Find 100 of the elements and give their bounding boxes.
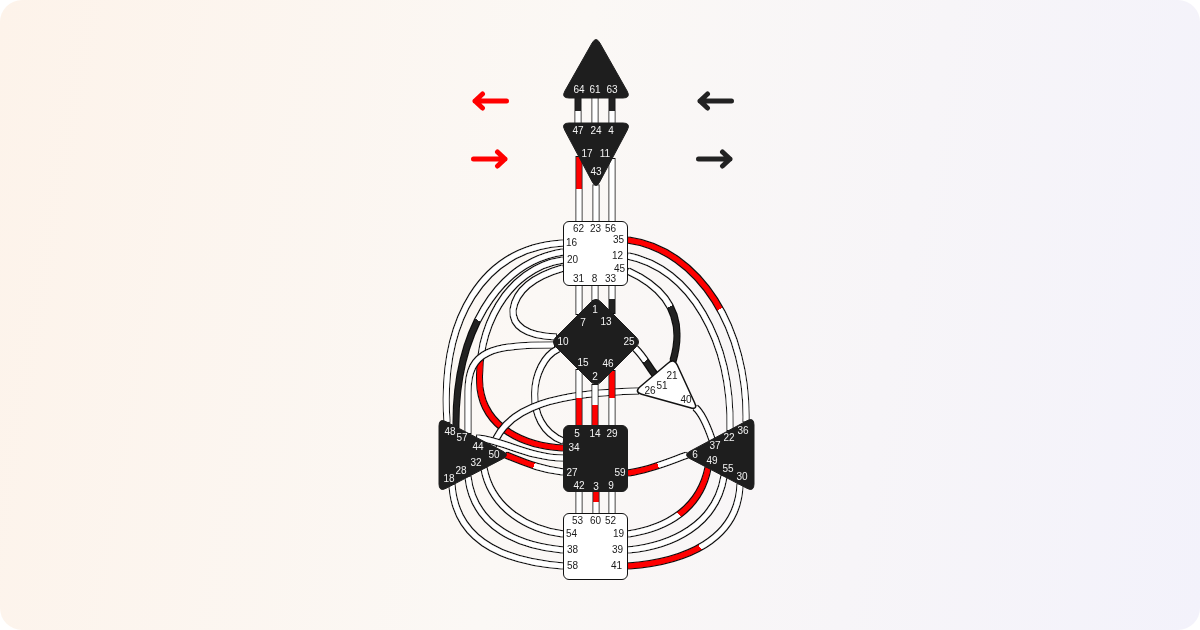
channel-line <box>609 159 615 221</box>
channel-line <box>477 257 564 451</box>
channel-line <box>626 268 680 362</box>
gate-number: 6 <box>692 450 698 460</box>
gate-number: 36 <box>737 426 749 436</box>
gate-number: 35 <box>612 234 625 245</box>
channel-line <box>449 484 564 569</box>
gate-number: 18 <box>443 474 455 484</box>
gate-number: 38 <box>566 544 579 555</box>
channel-line <box>609 98 615 123</box>
gate-number: 57 <box>456 433 468 443</box>
channel-line <box>627 253 733 431</box>
center-diamond <box>550 296 642 388</box>
gate-number: 55 <box>722 464 734 474</box>
gate-number: 9 <box>608 481 614 491</box>
channel-line <box>593 185 599 221</box>
channel-line <box>693 405 715 441</box>
gate-number: 52 <box>604 515 617 526</box>
gate-number: 12 <box>611 250 624 261</box>
channel-line <box>510 265 564 340</box>
channel-line <box>576 492 582 513</box>
gate-number: 16 <box>565 237 578 248</box>
channel-line <box>576 157 582 221</box>
gate-number: 3 <box>593 482 599 492</box>
channel-line <box>627 452 688 476</box>
channel-line <box>505 452 564 475</box>
gate-number: 62 <box>572 223 585 234</box>
gate-number: 32 <box>470 458 482 468</box>
channel-line <box>576 286 582 314</box>
gate-number: 14 <box>589 429 601 439</box>
gate-number: 2 <box>592 372 598 382</box>
gate-number: 17 <box>581 149 593 159</box>
channel-line <box>609 492 615 513</box>
channel-line <box>593 492 599 513</box>
gate-number: 19 <box>612 528 625 539</box>
center-square <box>563 425 628 492</box>
gate-number: 56 <box>604 223 617 234</box>
gate-number: 40 <box>680 395 692 405</box>
channel-line <box>609 286 615 313</box>
gate-number: 47 <box>572 126 584 136</box>
gate-number: 25 <box>623 337 635 347</box>
gate-number: 13 <box>600 317 612 327</box>
gate-number: 29 <box>606 429 618 439</box>
gate-number: 58 <box>566 560 579 571</box>
gate-number: 28 <box>455 466 467 476</box>
gate-number: 34 <box>568 443 580 453</box>
channel-line <box>609 371 615 425</box>
gate-number: 48 <box>444 427 456 437</box>
gate-number: 30 <box>736 472 748 482</box>
channel-line <box>465 342 554 433</box>
gate-number: 49 <box>706 456 718 466</box>
gate-number: 39 <box>611 544 624 555</box>
gate-number: 63 <box>606 85 618 95</box>
gate-number: 7 <box>580 318 586 328</box>
channel-line <box>476 435 564 461</box>
gate-number: 15 <box>577 358 589 368</box>
gate-number: 43 <box>590 167 602 177</box>
gate-number: 44 <box>472 442 484 452</box>
gate-number: 23 <box>589 223 602 234</box>
channel-line <box>627 484 743 569</box>
gate-number: 24 <box>590 126 602 136</box>
gate-number: 22 <box>723 433 735 443</box>
gate-number: 20 <box>566 254 579 265</box>
channel-line <box>627 467 711 537</box>
gate-number: 45 <box>613 263 626 274</box>
gate-number: 60 <box>589 515 602 526</box>
gate-number: 31 <box>572 273 585 284</box>
gate-number: 46 <box>602 359 614 369</box>
channel-line <box>592 286 598 300</box>
gate-number: 42 <box>573 481 585 491</box>
channel-line <box>576 370 582 425</box>
channel-line <box>592 385 598 425</box>
channel-line <box>481 467 564 537</box>
gate-number: 21 <box>666 371 678 381</box>
gate-number: 33 <box>604 273 617 284</box>
gate-number: 1 <box>592 305 598 315</box>
center-square <box>563 221 628 286</box>
gate-number: 54 <box>565 528 578 539</box>
gate-number: 8 <box>591 273 598 284</box>
gate-number: 51 <box>656 381 668 391</box>
gate-number: 59 <box>614 468 626 478</box>
gate-number: 10 <box>557 337 569 347</box>
channel-line <box>633 346 657 377</box>
channel-line <box>592 98 598 123</box>
gate-number: 4 <box>608 126 614 136</box>
gate-number: 11 <box>599 149 611 159</box>
gate-number: 26 <box>644 386 656 396</box>
gate-number: 61 <box>589 85 601 95</box>
gate-number: 53 <box>571 515 584 526</box>
channel-line <box>532 346 565 444</box>
gate-number: 50 <box>488 450 500 460</box>
channel-line <box>490 388 639 447</box>
gate-number: 41 <box>610 560 623 571</box>
gate-number: 27 <box>566 468 578 478</box>
channel-line <box>627 475 727 553</box>
channel-line <box>627 237 749 422</box>
gate-number: 5 <box>574 429 580 439</box>
channel-line <box>575 98 581 123</box>
channel-line <box>465 476 564 553</box>
center-square <box>563 513 628 580</box>
